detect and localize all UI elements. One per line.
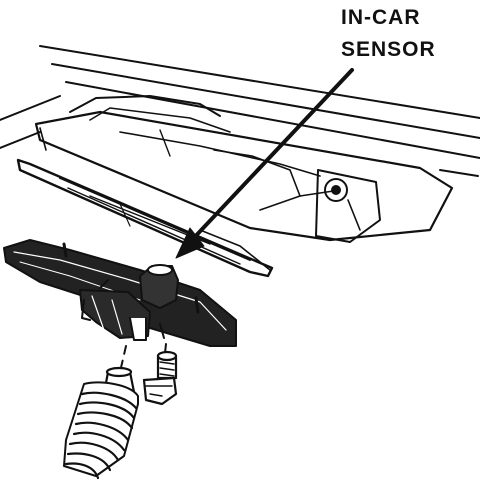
dashboard-panel [0,45,480,278]
label-line-1: IN-CAR [341,6,421,29]
aspirator-hose [63,366,139,480]
in-car-sensor-bracket [3,239,237,347]
callout-arrow [175,68,354,259]
mounting-screw [142,350,178,406]
label-line-2: SENSOR [341,38,436,61]
